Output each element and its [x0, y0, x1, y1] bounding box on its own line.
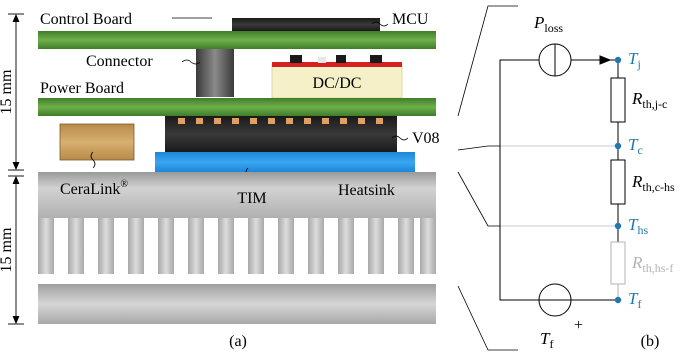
- tf-source-label: Tf: [540, 329, 553, 351]
- dcdc-label: DC/DC: [313, 75, 362, 92]
- mapping-lines: [457, 5, 618, 351]
- dimension-bottom-label: 15 mm: [0, 227, 15, 272]
- power-board-pcb: [38, 98, 436, 116]
- ths-label: Ths: [628, 215, 648, 237]
- tf-node-label: Tf: [628, 289, 641, 311]
- v08-solder-bumps: [178, 118, 383, 124]
- dcdc-component-4: [370, 55, 382, 63]
- tj-main: T: [628, 49, 639, 68]
- ploss-main: P: [533, 13, 544, 32]
- tc-sub: c: [637, 143, 642, 157]
- ceralink-leader: [90, 151, 96, 169]
- ceralink-name: CeraLink: [60, 181, 120, 198]
- ploss-label: Ploss: [533, 13, 563, 35]
- rth-chs-sub: th,c-hs: [642, 180, 675, 194]
- rth-hsf-sub: th,hs-f: [642, 261, 673, 275]
- v08-label: V08: [412, 130, 440, 147]
- tc-label: Tc: [628, 135, 643, 157]
- rth-jc-sub: th,j-c: [642, 97, 667, 111]
- rth-jc-main: R: [631, 89, 643, 108]
- stack-panel: Control Board MCU Connector Power Board …: [0, 11, 440, 350]
- v08-leader: [391, 135, 409, 141]
- heatsink-fins: [38, 218, 436, 274]
- power-board-label: Power Board: [40, 80, 124, 97]
- mcu-chip: [232, 18, 380, 31]
- tf-node-main: T: [628, 289, 639, 308]
- tf-node-sub: f: [637, 297, 641, 311]
- tj-sub: j: [636, 57, 640, 71]
- dcdc-component-2: [318, 57, 326, 63]
- tf-source-main: T: [540, 329, 551, 348]
- heatsink-label: Heatsink: [338, 182, 395, 199]
- rth-hsf-label: Rth,hs-f: [631, 253, 673, 275]
- circuit-arrow-top: [599, 55, 612, 65]
- control-board-pcb: [38, 31, 436, 49]
- ths-main: T: [628, 215, 639, 234]
- resistor-rth-chs: [610, 159, 626, 205]
- mapping-line-heatsink: [457, 171, 618, 227]
- dcdc-red-top: [272, 62, 402, 67]
- tim-label: TIM: [237, 190, 266, 207]
- heatsink-base: [38, 172, 436, 218]
- tc-main: T: [628, 135, 639, 154]
- rth-chs-main: R: [631, 172, 643, 191]
- connector-leader: [181, 59, 201, 65]
- control-board-label: Control Board: [40, 11, 132, 28]
- node-ths: [614, 222, 622, 230]
- resistor-rth-hsf: [610, 241, 626, 285]
- dcdc-module: [271, 63, 403, 99]
- dimension-top-label: 15 mm: [0, 69, 15, 114]
- mcu-leader: [371, 21, 389, 27]
- tim-layer: [155, 152, 415, 172]
- ploss-sub: loss: [544, 21, 563, 35]
- connector-body: [196, 49, 234, 97]
- dimension-bottom: [8, 175, 24, 325]
- plus-sign: +: [574, 317, 583, 334]
- ceralink-label: CeraLink®: [60, 179, 128, 198]
- mapping-line-junction: [457, 5, 518, 117]
- rth-hsf-main: R: [631, 253, 643, 272]
- caption-b: (b): [641, 333, 660, 350]
- dcdc-component-1: [290, 55, 302, 63]
- node-tc: [614, 142, 622, 150]
- mapping-line-fluid: [457, 285, 518, 351]
- ths-sub: hs: [637, 223, 648, 237]
- dimension-top: [8, 13, 24, 171]
- ceralink-clip: [55, 124, 139, 165]
- node-tj: [614, 56, 622, 64]
- resistor-rth-jc: [610, 77, 626, 123]
- mcu-label: MCU: [392, 11, 429, 28]
- tj-label: Tj: [628, 49, 641, 71]
- rth-chs-label: Rth,c-hs: [631, 172, 675, 194]
- node-tf: [614, 296, 622, 304]
- caption-a: (a): [229, 333, 247, 350]
- heatsink-bottom: [38, 284, 436, 324]
- mapping-line-case: [457, 145, 618, 151]
- ceralink-capacitor: [59, 123, 135, 161]
- circuit-wire-left: [499, 59, 540, 301]
- rth-jc-label: Rth,j-c: [631, 89, 667, 111]
- circuit-nodes: [614, 56, 622, 304]
- tf-source-sub: f: [549, 337, 553, 351]
- circuit-panel: [499, 43, 626, 317]
- connector-label: Connector: [86, 53, 153, 70]
- dcdc-component-3: [336, 55, 346, 63]
- ceralink-registered-mark: ®: [120, 179, 128, 190]
